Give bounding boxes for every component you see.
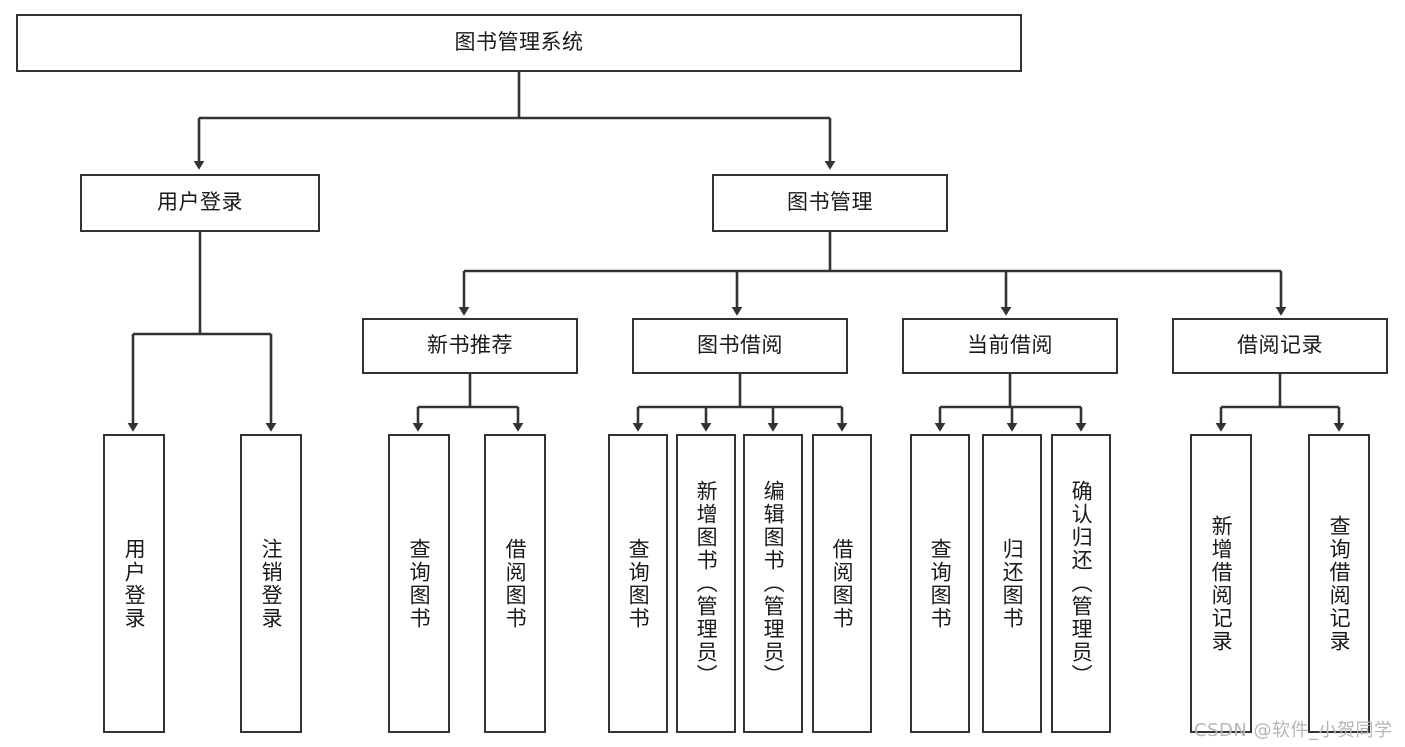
node-leaf-edit-book[interactable]: 编辑图书（管理员）	[743, 434, 803, 733]
node-leaf-label: 借阅图书	[830, 537, 855, 630]
node-new-book-recommend[interactable]: 新书推荐	[362, 318, 578, 374]
node-leaf-label: 归还图书	[1000, 537, 1025, 630]
node-leaf-label: 新增图书（管理员）	[694, 480, 719, 687]
node-book-borrow[interactable]: 图书借阅	[632, 318, 848, 374]
node-borrow-record[interactable]: 借阅记录	[1172, 318, 1388, 374]
csdn-watermark: CSDN @软件_小贺同学	[1194, 720, 1393, 741]
node-leaf-query-book-1[interactable]: 查询图书	[388, 434, 450, 733]
node-leaf-user-login[interactable]: 用户登录	[103, 434, 165, 733]
node-leaf-label: 确认归还（管理员）	[1069, 480, 1094, 687]
node-current-borrow[interactable]: 当前借阅	[902, 318, 1118, 374]
node-book-manage[interactable]: 图书管理	[712, 174, 948, 232]
node-leaf-add-record[interactable]: 新增借阅记录	[1190, 434, 1252, 733]
node-leaf-return-book[interactable]: 归还图书	[982, 434, 1042, 733]
node-leaf-label: 借阅图书	[503, 537, 528, 630]
node-leaf-label: 注销登录	[259, 537, 284, 630]
node-leaf-query-record[interactable]: 查询借阅记录	[1308, 434, 1370, 733]
node-leaf-label: 编辑图书（管理员）	[761, 480, 786, 687]
node-leaf-label: 查询借阅记录	[1327, 514, 1352, 653]
node-leaf-add-book[interactable]: 新增图书（管理员）	[676, 434, 736, 733]
node-leaf-logout[interactable]: 注销登录	[240, 434, 302, 733]
node-leaf-label: 查询图书	[407, 537, 432, 630]
node-leaf-label: 查询图书	[928, 537, 953, 630]
node-leaf-label: 用户登录	[122, 537, 147, 630]
node-root[interactable]: 图书管理系统	[16, 14, 1022, 72]
node-leaf-label: 查询图书	[626, 537, 651, 630]
node-leaf-query-book-3[interactable]: 查询图书	[910, 434, 970, 733]
node-leaf-query-book-2[interactable]: 查询图书	[608, 434, 668, 733]
node-leaf-borrow-book-2[interactable]: 借阅图书	[812, 434, 872, 733]
node-leaf-label: 新增借阅记录	[1209, 514, 1234, 653]
node-leaf-borrow-book-1[interactable]: 借阅图书	[484, 434, 546, 733]
node-user-login[interactable]: 用户登录	[80, 174, 320, 232]
node-leaf-confirm-return[interactable]: 确认归还（管理员）	[1051, 434, 1111, 733]
